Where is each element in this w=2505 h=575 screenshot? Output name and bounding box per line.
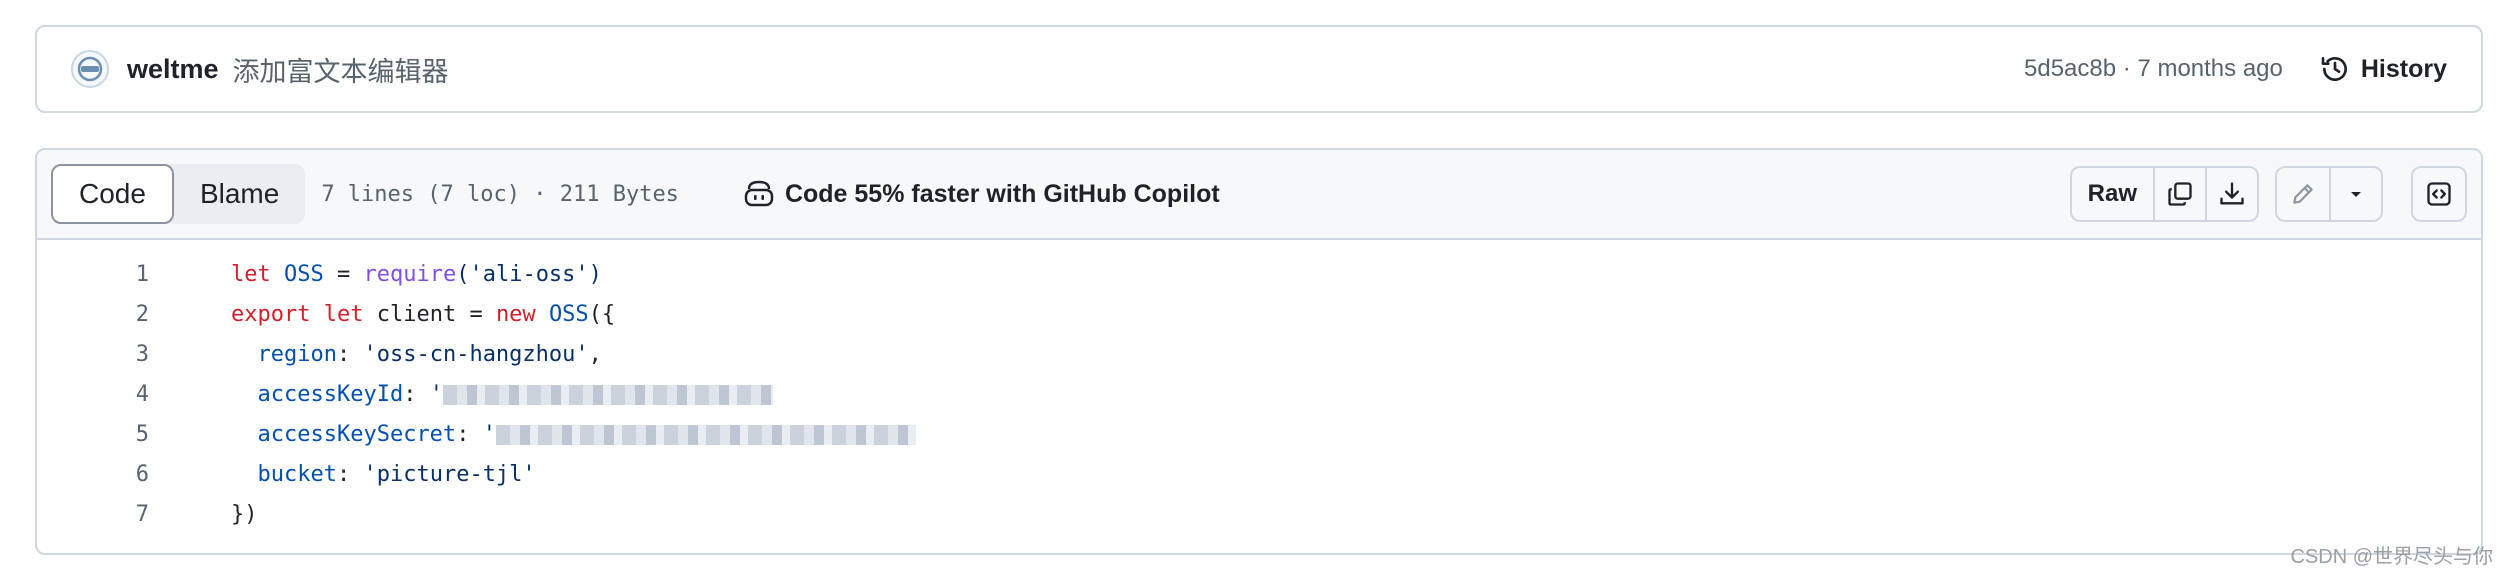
code-text: }) — [231, 502, 258, 527]
file-info: 7 lines (7 loc) · 211 Bytes — [321, 181, 679, 207]
copy-icon — [2168, 182, 2192, 206]
token-keyword: let — [323, 301, 364, 327]
file-actions: Raw — [2069, 166, 2467, 222]
token-string: 'picture-tjl' — [363, 461, 536, 487]
watermark: CSDN @世界尽头与你 — [2290, 546, 2493, 568]
redacted-secret — [442, 384, 773, 405]
triangle-down-icon — [2351, 192, 2361, 197]
copilot-icon — [744, 180, 774, 207]
author-avatar[interactable] — [71, 50, 109, 88]
token-string: ('ali-oss') — [456, 261, 602, 287]
token-punct: : — [456, 421, 483, 447]
commit-author-link[interactable]: weltme — [127, 53, 219, 84]
line-number[interactable]: 1 — [135, 261, 149, 287]
code-text: region: 'oss-cn-hangzhou', — [231, 342, 602, 367]
download-button[interactable] — [2205, 168, 2257, 220]
code-line: 5 accessKeySecret: ' — [37, 414, 2481, 454]
code-line: 1 let OSS = require('ali-oss') — [37, 254, 2481, 294]
code-square-icon — [2427, 182, 2451, 206]
line-number[interactable]: 4 — [135, 381, 149, 407]
code-text: export let client = new OSS({ — [231, 302, 615, 327]
token-punct: : — [336, 341, 364, 367]
line-number[interactable]: 2 — [135, 301, 149, 327]
pencil-icon — [2293, 184, 2313, 204]
token-keyword: new — [495, 301, 536, 327]
token-punct: }) — [231, 501, 258, 527]
token-identifier: client = — [363, 301, 496, 327]
latest-commit-bar: weltme 添加富文本编辑器 5d5ac8b · 7 months ago H… — [35, 25, 2483, 113]
code-area[interactable]: 1 let OSS = require('ali-oss') 2 export … — [37, 240, 2481, 534]
token-constant: OSS — [548, 301, 589, 327]
code-text: accessKeySecret: ' — [231, 422, 916, 447]
copilot-promo-link[interactable]: Code 55% faster with GitHub Copilot — [743, 179, 1220, 209]
commit-message[interactable]: 添加富文本编辑器 — [232, 56, 449, 87]
code-line: 4 accessKeyId: ' — [37, 374, 2481, 414]
token-punct: = — [323, 261, 364, 287]
history-button[interactable]: History — [2319, 53, 2447, 85]
view-toggle: Code Blame — [51, 164, 306, 224]
line-number[interactable]: 6 — [135, 461, 149, 487]
token-keyword: let — [231, 261, 271, 287]
history-icon — [2321, 57, 2347, 81]
token-punct: , — [588, 341, 602, 367]
copilot-label: Code 55% faster with GitHub Copilot — [784, 179, 1220, 208]
commit-right: 5d5ac8b · 7 months ago History — [2024, 53, 2447, 85]
line-number[interactable]: 5 — [135, 421, 149, 447]
token-property: accessKeyId — [257, 381, 404, 407]
token-property: region — [257, 341, 337, 367]
code-line: 7 }) — [37, 494, 2481, 534]
token-punct: ({ — [588, 301, 616, 327]
edit-dropdown-button[interactable] — [2329, 168, 2381, 220]
token-property: bucket — [257, 461, 337, 487]
line-number[interactable]: 7 — [135, 501, 149, 527]
redacted-secret — [495, 424, 916, 445]
line-number[interactable]: 3 — [135, 341, 149, 367]
tab-blame[interactable]: Blame — [199, 178, 280, 209]
raw-copy-download-group: Raw — [2069, 166, 2259, 222]
token-property: accessKeySecret — [257, 421, 457, 447]
token-punct: : — [403, 381, 430, 407]
download-icon — [2220, 182, 2244, 205]
copy-raw-button[interactable] — [2153, 168, 2205, 220]
commit-sha-time[interactable]: 5d5ac8b · 7 months ago — [2024, 55, 2283, 82]
token-string: ' — [482, 421, 496, 447]
avatar-logo-icon — [77, 56, 103, 82]
token-string: 'oss-cn-hangzhou' — [363, 341, 589, 367]
token-function: require — [363, 261, 457, 287]
code-text: let OSS = require('ali-oss') — [231, 262, 602, 287]
token-keyword: export — [231, 301, 311, 327]
code-text: accessKeyId: ' — [231, 382, 773, 407]
history-label: History — [2360, 54, 2447, 83]
edit-group — [2275, 166, 2383, 222]
file-viewer: Code Blame 7 lines (7 loc) · 211 Bytes C… — [35, 148, 2483, 555]
token-constant: OSS — [284, 261, 324, 287]
file-header: Code Blame 7 lines (7 loc) · 211 Bytes C… — [37, 150, 2481, 240]
token-string: ' — [429, 381, 443, 407]
code-line: 2 export let client = new OSS({ — [37, 294, 2481, 334]
symbols-panel-button[interactable] — [2411, 166, 2467, 222]
code-text: bucket: 'picture-tjl' — [231, 462, 536, 487]
raw-button[interactable]: Raw — [2087, 180, 2137, 207]
tab-code[interactable]: Code — [51, 164, 174, 224]
code-line: 6 bucket: 'picture-tjl' — [37, 454, 2481, 494]
token-punct: : — [336, 461, 364, 487]
edit-button[interactable] — [2277, 168, 2329, 220]
code-line: 3 region: 'oss-cn-hangzhou', — [37, 334, 2481, 374]
